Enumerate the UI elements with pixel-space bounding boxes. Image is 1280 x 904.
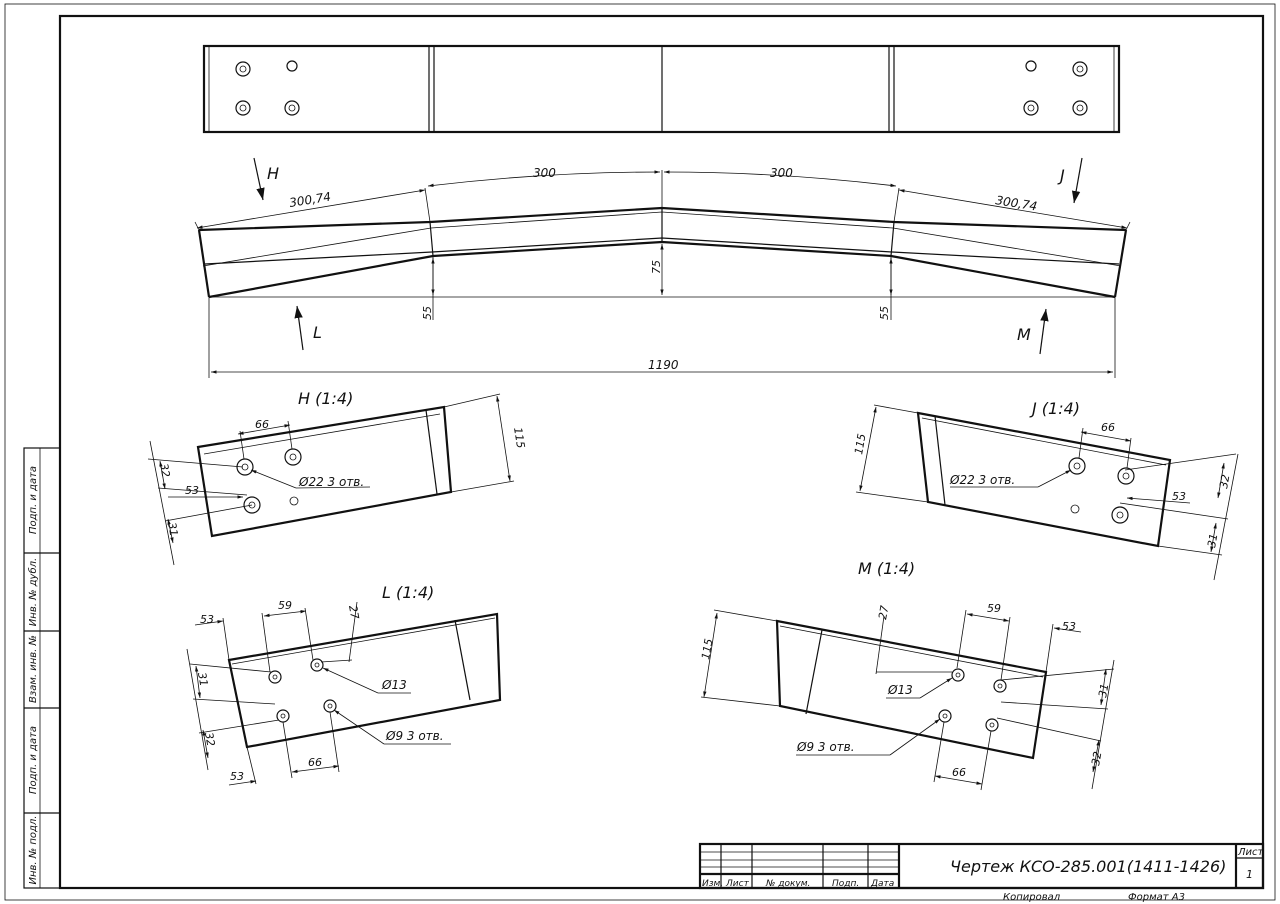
dim-height-right: 55 xyxy=(878,306,891,320)
dim-seg-center-left: 300 xyxy=(533,166,556,180)
stamp-cell-sign-date-1: Подп. и дата xyxy=(28,466,39,534)
detail-h-dim-32: 32 xyxy=(157,462,172,478)
title-col-sign: Подп. xyxy=(832,879,859,889)
detail-h-hole-note: Ø22 3 отв. xyxy=(298,475,364,489)
title-col-izm: Изм. xyxy=(702,879,723,889)
detail-view-j: J (1:4) 66 115 32 53 31 Ø22 3 отв. xyxy=(852,399,1239,581)
detail-j-title: J (1:4) xyxy=(1029,399,1080,418)
view-arrow-label-h: H xyxy=(267,164,279,183)
detail-view-h: H (1:4) 66 115 32 53 31 Ø22 3 отв. xyxy=(147,389,527,566)
detail-l-title: L (1:4) xyxy=(382,583,434,602)
stamp-cell-orig-inv: Инв. № подл. xyxy=(28,816,39,885)
detail-m-dim-32: 32 xyxy=(1089,750,1104,766)
side-stamp: Подп. и дата Инв. № дубл. Взам. инв. № П… xyxy=(23,447,61,889)
view-arrow-label-m: M xyxy=(1017,325,1031,344)
detail-m-dim-53: 53 xyxy=(1062,620,1076,633)
detail-m-note-13: Ø13 xyxy=(887,683,913,697)
detail-j-dim-115: 115 xyxy=(852,433,868,456)
stamp-cell-sign-date-2: Подп. и дата xyxy=(28,726,39,794)
view-arrow-label-j: J xyxy=(1057,166,1065,185)
detail-l-dim-59: 59 xyxy=(278,599,292,612)
detail-m-note-9: Ø9 3 отв. xyxy=(796,740,855,754)
format-label: Формат А3 xyxy=(1128,892,1185,903)
detail-j-dim-32: 32 xyxy=(1217,473,1232,489)
detail-view-m: M (1:4) 27 59 53 115 31 32 xyxy=(699,559,1115,791)
sheet-number: 1 xyxy=(1246,868,1253,881)
detail-l-dim-53a: 53 xyxy=(200,613,214,626)
dim-seg-center-right: 300 xyxy=(770,166,793,180)
detail-h-dim-66: 66 xyxy=(255,418,269,431)
dim-height-left: 55 xyxy=(421,306,434,320)
detail-l-dim-32: 32 xyxy=(202,731,217,747)
detail-l-dim-66: 66 xyxy=(308,756,322,769)
detail-l-dim-27: 27 xyxy=(346,604,361,620)
detail-m-title: M (1:4) xyxy=(858,559,915,578)
front-view: 300,74 300 300 300,74 55 75 55 1190 H J … xyxy=(194,157,1131,378)
detail-h-title: H (1:4) xyxy=(298,389,353,408)
detail-h-dim-115: 115 xyxy=(511,426,527,449)
dim-height-center: 75 xyxy=(650,260,663,274)
detail-l-dim-31: 31 xyxy=(195,671,210,687)
dim-seg-left: 300,74 xyxy=(288,190,332,210)
sheet-label: Лист xyxy=(1237,847,1265,858)
title-col-date: Дата xyxy=(870,879,894,889)
detail-m-dim-115: 115 xyxy=(699,638,715,661)
detail-m-dim-31: 31 xyxy=(1096,682,1111,698)
view-arrow-label-l: L xyxy=(313,323,322,342)
stamp-cell-replace-inv: Взам. инв. № xyxy=(28,635,39,703)
title-col-doc: № докум. xyxy=(765,879,810,889)
title-col-list: Лист xyxy=(725,879,750,889)
detail-m-dim-27: 27 xyxy=(876,604,891,620)
dim-seg-right: 300,74 xyxy=(995,193,1039,213)
detail-view-l: L (1:4) 53 59 27 31 32 53 6 xyxy=(186,583,502,786)
title-block: Изм. Лист № докум. Подп. Дата Чертеж КСО… xyxy=(698,842,1265,903)
detail-m-dim-66: 66 xyxy=(952,766,966,779)
detail-l-note-13: Ø13 xyxy=(381,678,407,692)
sheet-frame xyxy=(4,3,1276,901)
detail-j-dim-31: 31 xyxy=(1205,532,1220,548)
detail-j-hole-note: Ø22 3 отв. xyxy=(949,473,1015,487)
detail-l-note-9: Ø9 3 отв. xyxy=(385,729,444,743)
detail-h-dim-31: 31 xyxy=(165,521,180,537)
detail-j-dim-53: 53 xyxy=(1172,490,1186,503)
dim-overall-length: 1190 xyxy=(648,358,679,372)
detail-l-dim-53b: 53 xyxy=(230,770,244,783)
drawing-title: Чертеж КСО-285.001(1411-1426) xyxy=(950,857,1226,876)
detail-h-dim-53: 53 xyxy=(185,484,199,497)
top-view xyxy=(202,44,1121,134)
detail-j-dim-66: 66 xyxy=(1101,421,1115,434)
copied-label: Копировал xyxy=(1003,892,1061,903)
detail-m-dim-59: 59 xyxy=(987,602,1001,615)
stamp-cell-dup-inv: Инв. № дубл. xyxy=(27,558,39,626)
